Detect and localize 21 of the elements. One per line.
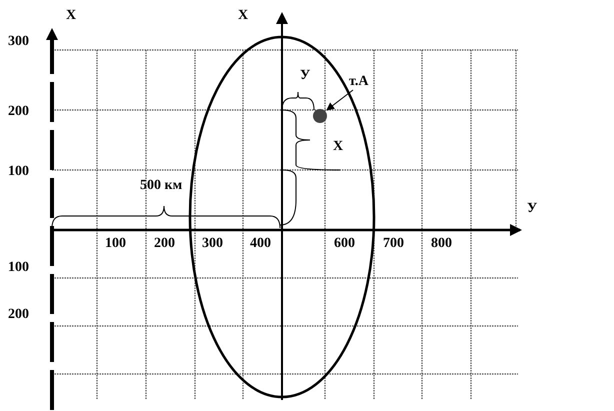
axis-label: Х bbox=[66, 8, 76, 24]
tick-label: 700 bbox=[383, 236, 404, 252]
tick-label: 100 bbox=[8, 164, 29, 180]
tick-label: 100 bbox=[8, 260, 29, 276]
axis-label: Х bbox=[333, 139, 344, 155]
tick-label: 200 bbox=[8, 104, 29, 120]
tick-label: 300 bbox=[202, 236, 223, 252]
axis-label: У bbox=[527, 201, 538, 217]
leader-line bbox=[326, 90, 354, 110]
tick-label: 600 bbox=[334, 236, 355, 252]
axis-label: Х bbox=[238, 8, 248, 24]
point-marker bbox=[313, 109, 327, 123]
axis-label: У bbox=[300, 68, 310, 84]
tick-label: 200 bbox=[154, 236, 175, 252]
dimension-label: 500 км bbox=[140, 178, 182, 194]
tick-label: 100 bbox=[105, 236, 126, 252]
tick-label: 200 bbox=[8, 307, 29, 323]
tick-label: 300 bbox=[8, 34, 29, 50]
tick-label: 400 bbox=[250, 236, 271, 252]
tick-label: 800 bbox=[431, 236, 452, 252]
point-label: т.А bbox=[349, 74, 368, 90]
